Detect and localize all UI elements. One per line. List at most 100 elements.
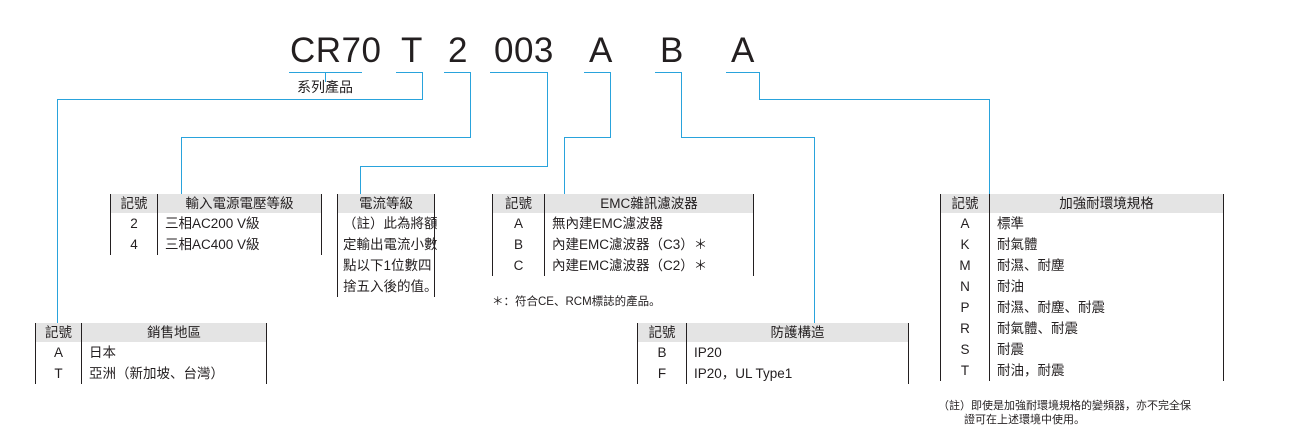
- connector-region-v2: [57, 99, 58, 323]
- cell-code: C: [493, 255, 545, 276]
- table-environment-spec: 記號 加強耐環境規格 A 標準 K 耐氣體 M 耐濕、耐塵 N 耐油 P 耐濕、…: [940, 194, 1224, 381]
- cell-code: N: [941, 276, 990, 297]
- model-part-protection: B: [660, 31, 684, 70]
- table-environment-header-row: 記號 加強耐環境規格: [941, 194, 1223, 213]
- table-row: A 標準: [941, 213, 1223, 234]
- cell-code: A: [941, 213, 990, 234]
- connector-protection-v2: [814, 137, 815, 323]
- underline-current: [490, 72, 548, 73]
- table-row: M 耐濕、耐塵: [941, 255, 1223, 276]
- connector-emc-v2: [564, 137, 565, 194]
- cell-code: T: [36, 363, 82, 384]
- cell-code: B: [493, 234, 545, 255]
- connector-voltage-h1: [181, 137, 471, 138]
- cell-desc: 三相AC200 V級: [165, 216, 260, 231]
- header-code: 記號: [36, 323, 82, 342]
- header-code: 記號: [638, 323, 687, 342]
- connector-emc-v1: [610, 72, 611, 138]
- cell-code: S: [941, 339, 990, 360]
- cell-desc: 耐濕、耐塵、耐震: [997, 300, 1105, 315]
- cell-desc: 內建EMC濾波器（C2）＊: [552, 258, 708, 273]
- table-voltage-header-row: 記號 輸入電源電壓等級: [111, 194, 321, 213]
- table-row: K 耐氣體: [941, 234, 1223, 255]
- cell-desc: 耐濕、耐塵: [997, 258, 1065, 273]
- table-row: P 耐濕、耐塵、耐震: [941, 297, 1223, 318]
- table-voltage-class: 記號 輸入電源電壓等級 2 三相AC200 V級 4 三相AC400 V級: [110, 194, 322, 255]
- connector-voltage-v2: [181, 137, 182, 194]
- table-protection-header-row: 記號 防護構造: [638, 323, 908, 342]
- cell-desc: 無內建EMC濾波器: [552, 216, 663, 231]
- connector-series-tick: [325, 72, 326, 82]
- model-part-series: CR70: [290, 31, 382, 70]
- model-part-current: 003: [494, 31, 554, 70]
- cell-desc: 亞洲（新加坡、台灣）: [89, 366, 224, 381]
- cell-desc: 內建EMC濾波器（C3）＊: [552, 237, 708, 252]
- emc-footnote: ＊：符合CE、RCM標誌的產品。: [492, 296, 661, 308]
- header-code: 記號: [493, 194, 545, 213]
- table-row: A 日本: [36, 342, 266, 363]
- cell-desc: 耐氣體: [997, 237, 1038, 252]
- header-code: 記號: [941, 194, 990, 213]
- series-product-label: 系列產品: [297, 79, 353, 95]
- table-row: B IP20: [638, 342, 908, 363]
- cell-desc: 標準: [997, 216, 1024, 231]
- underline-voltage: [444, 72, 471, 73]
- cell-code: 4: [111, 234, 158, 255]
- connector-emc-h1: [564, 137, 611, 138]
- connector-protection-h1: [681, 137, 815, 138]
- model-part-environment: A: [731, 31, 755, 70]
- table-row: N 耐油: [941, 276, 1223, 297]
- table-row: B 內建EMC濾波器（C3）＊: [493, 234, 753, 255]
- cell-desc: 耐震: [997, 342, 1024, 357]
- cell-desc: 耐氣體、耐震: [997, 321, 1078, 336]
- environment-footnote: （註）即使是加強耐環境規格的變頻器，亦不完全保 證可在上述環境中使用。: [938, 399, 1191, 427]
- model-part-region: T: [401, 31, 423, 70]
- underline-emc: [584, 72, 611, 73]
- table-row: T 亞洲（新加坡、台灣）: [36, 363, 266, 384]
- header-desc: 輸入電源電壓等級: [185, 196, 294, 211]
- environment-footnote-line2: 證可在上述環境中使用。: [964, 414, 1085, 426]
- connector-current-h1: [360, 166, 548, 167]
- cell-desc: IP20: [694, 345, 722, 360]
- header-desc: 加強耐環境規格: [1059, 196, 1154, 211]
- cell-desc: 耐油，耐震: [997, 363, 1065, 378]
- cell-code: A: [36, 342, 82, 363]
- connector-environment-h1: [759, 99, 990, 100]
- table-emc-header-row: 記號 EMC雜訊濾波器: [493, 194, 753, 213]
- model-part-voltage: 2: [448, 31, 468, 70]
- table-row: 4 三相AC400 V級: [111, 234, 321, 255]
- cell-desc: 三相AC400 V級: [165, 237, 260, 252]
- table-row: T 耐油，耐震: [941, 360, 1223, 381]
- connector-current-v1: [547, 72, 548, 167]
- cell-code: A: [493, 213, 545, 234]
- underline-region: [396, 72, 423, 73]
- cell-code: T: [941, 360, 990, 381]
- note-line: （註）此為將額: [343, 216, 438, 231]
- table-protection-structure: 記號 防護構造 B IP20 F IP20，UL Type1: [637, 323, 909, 384]
- table-region-header-row: 記號 銷售地區: [36, 323, 266, 342]
- underline-environment: [726, 72, 760, 73]
- table-emc-filter: 記號 EMC雜訊濾波器 A 無內建EMC濾波器 B 內建EMC濾波器（C3）＊ …: [492, 194, 754, 276]
- cell-code: M: [941, 255, 990, 276]
- cell-code: B: [638, 342, 687, 363]
- table-row: 2 三相AC200 V級: [111, 213, 321, 234]
- table-current-rating: 電流等級 （註）此為將額 定輸出電流小數 點以下1位數四 捨五入後的值。: [337, 194, 438, 297]
- cell-code: K: [941, 234, 990, 255]
- table-row: C 內建EMC濾波器（C2）＊: [493, 255, 753, 276]
- cell-desc: 日本: [89, 345, 116, 360]
- connector-environment-v2: [989, 99, 990, 194]
- table-current-header: 電流等級: [338, 194, 434, 213]
- underline-protection: [655, 72, 682, 73]
- header-desc: 防護構造: [770, 325, 825, 340]
- table-row: F IP20，UL Type1: [638, 363, 908, 384]
- header-desc: 銷售地區: [147, 325, 201, 340]
- connector-protection-v1: [681, 72, 682, 138]
- note-line: 點以下1位數四: [343, 258, 432, 273]
- cell-code: F: [638, 363, 687, 384]
- note-line: 捨五入後的值。: [343, 279, 438, 294]
- header-desc: EMC雜訊濾波器: [600, 196, 698, 211]
- table-row: R 耐氣體、耐震: [941, 318, 1223, 339]
- model-part-emc: A: [589, 31, 613, 70]
- cell-code: R: [941, 318, 990, 339]
